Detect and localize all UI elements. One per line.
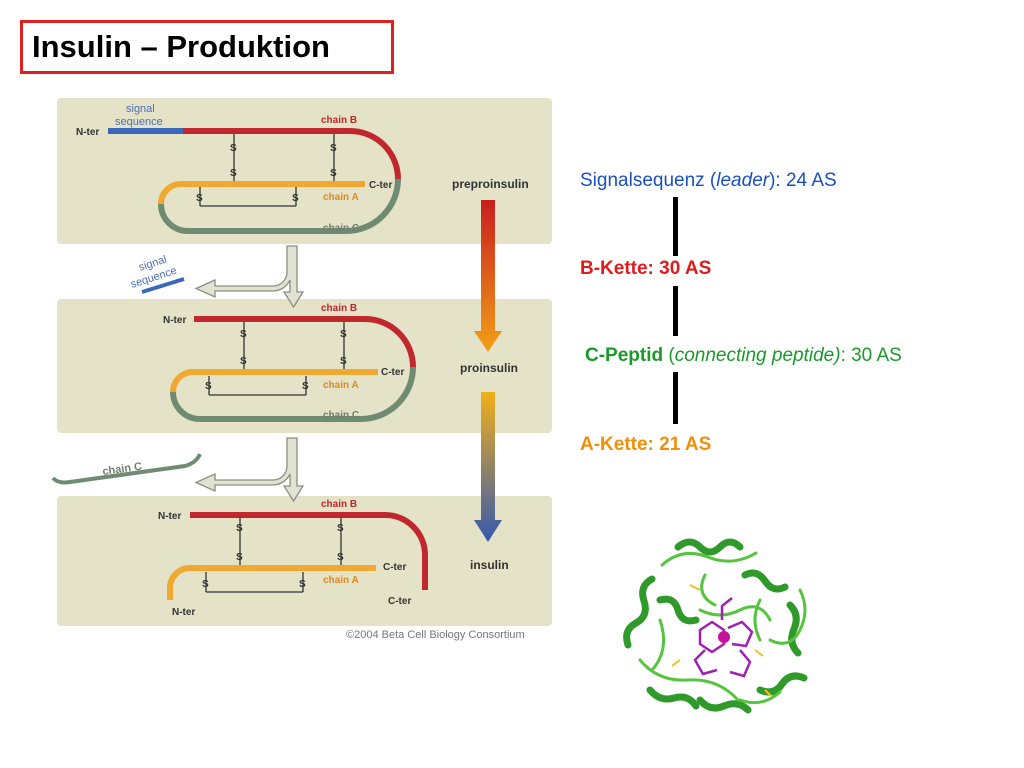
sulfur-label: S (240, 356, 247, 367)
b-chain-info: B-Kette: 30 AS (580, 258, 712, 279)
sulfur-label: S (337, 523, 344, 534)
signal-sequence-label-bottom: sequence (115, 116, 163, 128)
c-terminus-label: C-ter (383, 562, 406, 573)
stage-arrow-preproinsulin-to-proinsulin (474, 200, 502, 352)
sulfur-label: S (205, 381, 212, 392)
sulfur-label: S (292, 193, 299, 204)
page-title: Insulin – Produktion (32, 29, 330, 64)
c-peptide-paren: ( (663, 345, 675, 366)
c-peptide-term: C-Peptid (585, 345, 664, 366)
chain-a-strand (167, 565, 376, 600)
n-terminus-label: N-ter (76, 127, 99, 138)
insulin-structure (167, 512, 428, 600)
chain-b-label: chain B (321, 115, 357, 126)
c-terminus-label: C-ter (381, 367, 404, 378)
cleaved-signal-sequence: signal sequence (129, 254, 185, 294)
connecting-peptide-term: connecting peptide) (674, 345, 841, 366)
sulfur-label: S (236, 523, 243, 534)
sulfur-label: S (340, 329, 347, 340)
panel-preproinsulin (57, 98, 552, 244)
sulfur-label: S (302, 381, 309, 392)
sulfur-label: S (299, 579, 306, 590)
connector-line (673, 286, 678, 336)
n-terminus-label: N-ter (158, 511, 181, 522)
cleaved-signal-fragment (141, 277, 185, 294)
chain-c-strand (170, 366, 416, 422)
sulfur-label: S (340, 356, 347, 367)
n-terminus-label: N-ter (163, 315, 186, 326)
sulfur-label: S (330, 143, 337, 154)
signal-sequence-info: Signalsequenz (leader): 24 AS (580, 170, 837, 192)
sulfur-label: S (202, 579, 209, 590)
sulfur-label: S (236, 552, 243, 563)
chain-b-strand (194, 316, 416, 368)
signal-sequence-count: ): 24 AS (769, 170, 837, 191)
cleavage-arrow (194, 437, 305, 503)
chain-a-label: chain A (323, 192, 359, 203)
cleaved-chain-c-label: chain C (102, 461, 143, 478)
sulfur-label: S (240, 329, 247, 340)
connector-line (673, 197, 678, 256)
sulfur-label: S (337, 552, 344, 563)
c-peptide-info: C-Peptid (connecting peptide): 30 AS (585, 345, 902, 367)
chain-b-strand (190, 512, 428, 590)
chain-a-label: chain A (323, 575, 359, 586)
chain-a-strand (170, 369, 378, 393)
panel-proinsulin (57, 299, 552, 433)
cleavage-arrow (194, 245, 305, 309)
chain-a-label: chain A (323, 380, 359, 391)
signal-sequence-text: Signalsequenz ( (580, 170, 717, 191)
n-terminus-label: N-ter (172, 607, 195, 618)
stage-label-insulin: insulin (470, 558, 509, 572)
c-terminus-label: C-ter (369, 180, 392, 191)
chain-c-strand (158, 178, 401, 234)
cleaved-chain-c-strand (51, 453, 202, 485)
chain-b-strand (183, 128, 401, 180)
c-peptide-count: : 30 AS (840, 345, 902, 366)
credit-text: ©2004 Beta Cell Biology Consortium (346, 629, 525, 641)
sulfur-label: S (196, 193, 203, 204)
a-chain-info: A-Kette: 21 AS (580, 434, 712, 455)
stage-label-proinsulin: proinsulin (460, 361, 518, 375)
sulfur-label: S (230, 168, 237, 179)
chain-a-strand (158, 181, 365, 205)
cleaved-chain-c: chain C (51, 453, 202, 485)
chain-c-label: chain C (323, 410, 359, 421)
chain-b-label: chain B (321, 303, 357, 314)
stage-label-preproinsulin: preproinsulin (452, 177, 529, 191)
sulfur-label: S (230, 143, 237, 154)
sulfur-label: S (330, 168, 337, 179)
proinsulin-structure (170, 316, 416, 422)
stage-arrow-proinsulin-to-insulin (474, 392, 502, 542)
connector-line (673, 372, 678, 424)
preproinsulin-structure (108, 128, 401, 234)
insulin-hexamer-illustration (623, 538, 808, 714)
chain-c-label: chain C (323, 223, 359, 234)
chain-b-label: chain B (321, 499, 357, 510)
signal-sequence-label-top: signal (126, 103, 155, 115)
c-terminus-label: C-ter (388, 596, 411, 607)
title-box: Insulin – Produktion (20, 20, 394, 74)
panel-insulin (57, 496, 552, 626)
leader-term: leader (716, 170, 770, 191)
